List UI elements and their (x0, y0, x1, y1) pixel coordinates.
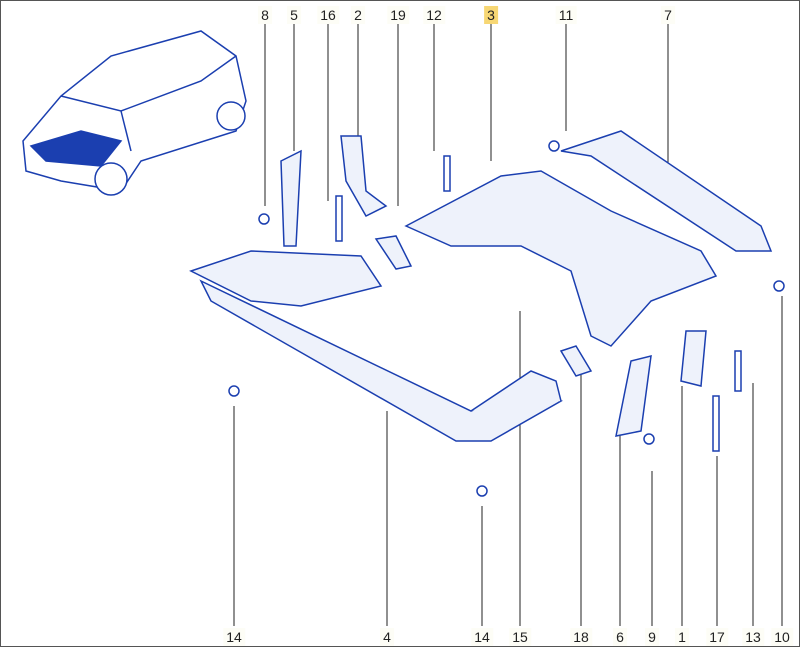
callout-4[interactable]: 4 (380, 628, 394, 646)
leader-lines (233, 23, 783, 626)
callout-19[interactable]: 19 (387, 6, 409, 24)
callout-14[interactable]: 14 (471, 628, 493, 646)
callout-7[interactable]: 7 (661, 6, 675, 24)
callout-17[interactable]: 17 (706, 628, 728, 646)
callout-12[interactable]: 12 (423, 6, 445, 24)
callout-15[interactable]: 15 (509, 628, 531, 646)
callout-9[interactable]: 9 (645, 628, 659, 646)
car-illustration (22, 30, 247, 196)
callout-6[interactable]: 6 (613, 628, 627, 646)
callout-1[interactable]: 1 (675, 628, 689, 646)
callout-8[interactable]: 8 (258, 6, 272, 24)
callout-2[interactable]: 2 (351, 6, 365, 24)
callout-16[interactable]: 16 (317, 6, 339, 24)
subframe (189, 130, 773, 442)
callout-18[interactable]: 18 (570, 628, 592, 646)
callout-14[interactable]: 14 (223, 628, 245, 646)
callout-11[interactable]: 11 (555, 6, 577, 24)
bolts (228, 140, 785, 497)
callout-3-highlighted[interactable]: 3 (484, 6, 498, 24)
callout-5[interactable]: 5 (287, 6, 301, 24)
callout-10[interactable]: 10 (771, 628, 793, 646)
callout-13[interactable]: 13 (742, 628, 764, 646)
